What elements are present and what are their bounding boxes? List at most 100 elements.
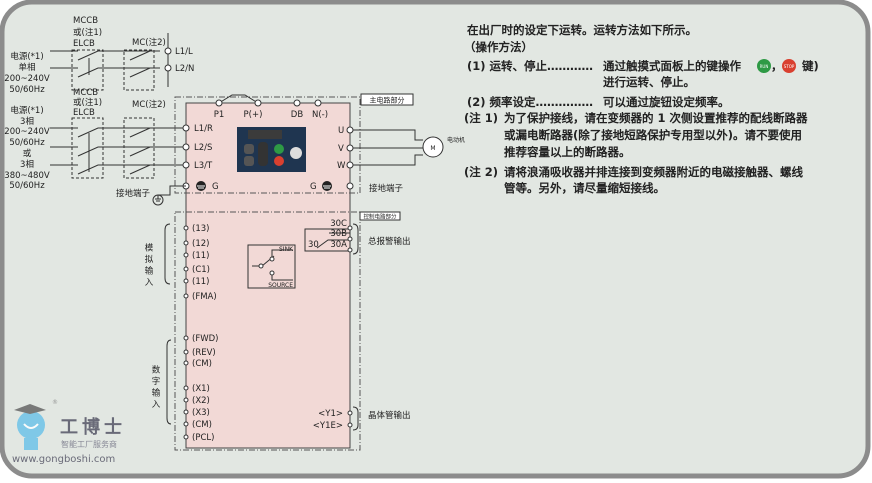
control-terminal: [183, 225, 189, 231]
breaker-label: 或(注1): [73, 27, 102, 38]
control-terminal: [183, 385, 189, 391]
brand-url: www.gongboshi.com: [12, 454, 115, 465]
registered-mark: ®: [52, 399, 58, 406]
note2-line: 管等。另外，请尽量缩短接线。: [504, 181, 665, 195]
supply-label: 200~240V: [4, 74, 50, 84]
ground-terminal-label: 接地端子: [369, 183, 404, 194]
note1-line: 推荐容量以上的断路器。: [504, 145, 631, 159]
motor-symbol: M: [430, 145, 435, 152]
note2-line: 请将浪涌吸收器并排连接到变频器附近的电磁接触器、螺线: [504, 165, 803, 179]
single-phase-supply: 电源(*1) 单相 200~240V 50/60Hz MCCB 或(注1) EL…: [4, 16, 194, 95]
terminal-label: U: [338, 126, 344, 136]
op1-text2: 进行运转、停止。: [603, 75, 695, 89]
op1-text: 通过触摸式面板上的键操作: [603, 59, 741, 73]
supply-label: 50/60Hz: [9, 85, 45, 95]
relay-terminal-label: 30A: [330, 240, 347, 250]
control-terminal: [183, 349, 189, 355]
terminal-label: L2/N: [175, 64, 194, 74]
op2-label: (2) 频率设定……………: [467, 95, 593, 109]
terminal-label: L3/T: [194, 161, 213, 171]
mascot-icon: [17, 411, 45, 439]
breaker-label: MCCB: [73, 16, 98, 26]
control-terminal-label: (CM): [192, 359, 212, 369]
transistor-output-label: 晶体管输出: [368, 410, 411, 421]
main-circuit-label: 主电路部分: [370, 96, 405, 105]
run-key-label: RUN: [760, 64, 769, 69]
note1-label: (注 1): [464, 111, 498, 125]
control-terminal-label: (11): [192, 251, 209, 261]
transistor-terminal-label: <Y1>: [318, 409, 343, 419]
control-terminal-label: (X1): [192, 384, 210, 394]
control-terminal-label: (CM): [192, 420, 212, 430]
brand-slogan: 智能工厂服务商: [61, 439, 117, 449]
terminal-label: P1: [214, 110, 225, 120]
supply-label: 3相: [20, 116, 34, 127]
control-terminal: [183, 360, 189, 366]
transistor-terminal-label: <Y1E>: [313, 421, 343, 431]
contactor-label: MC(注2): [132, 99, 166, 110]
analog-input-label: 模拟输入: [143, 242, 153, 289]
ground-label: G: [310, 182, 317, 192]
breaker-label: MCCB: [73, 88, 98, 98]
three-phase-supply: 电源(*1) 3相 200~240V 50/60Hz 或 3相 380~480V…: [4, 88, 184, 191]
supply-label: 50/60Hz: [9, 138, 45, 148]
terminal-label: L1/R: [194, 124, 213, 134]
relay-common-label: 30: [308, 240, 319, 250]
terminal-label: W: [337, 161, 346, 171]
control-terminal-label: (12): [192, 239, 209, 249]
terminal-label: P(+): [244, 110, 263, 120]
terminal-label: DB: [291, 110, 304, 120]
control-terminal-label: (REV): [192, 348, 216, 358]
relay-terminal-label: 30C: [330, 219, 347, 229]
op1-label: (1) 运转、停止…………: [467, 59, 593, 73]
control-terminal: [183, 397, 189, 403]
control-terminal: [183, 266, 189, 272]
control-terminal: [183, 278, 189, 284]
stop-key-label: STOP: [784, 64, 795, 69]
control-terminal: [183, 434, 189, 440]
control-terminal-label: (X3): [192, 408, 210, 418]
ground-terminal-label: 接地端子: [116, 188, 151, 199]
control-terminal: [183, 409, 189, 415]
control-terminal-label: (C1): [192, 265, 210, 275]
motor-label: 电动机: [447, 136, 465, 144]
sink-label: SINK: [279, 246, 294, 253]
separator: ，: [771, 59, 783, 73]
control-terminal-label: (13): [192, 224, 209, 234]
breaker-label: 或(注1): [73, 97, 102, 108]
control-circuit: 控制电路部分 模拟输入 数字输入 SINK SOURCE 30C 30B 30A…: [143, 211, 411, 451]
keypad-panel: [237, 127, 306, 172]
operation-notes: 在出厂时的设定下运转。运转方法如下所示。 （操作方法） (1) 运转、停止…………: [464, 23, 819, 195]
contactor-label: MC(注2): [132, 37, 166, 48]
terminal-label: N(-): [312, 110, 328, 120]
control-terminal-label: (11): [192, 277, 209, 287]
supply-label: 电源(*1): [10, 105, 43, 116]
ground-label: G: [212, 182, 219, 192]
note1-line: 或漏电断路器(除了接地短路保护专用型以外)。请不要使用: [504, 128, 802, 142]
supply-label: 3相: [20, 159, 34, 170]
run-key-icon: [757, 59, 771, 73]
control-terminal-label: (X2): [192, 396, 210, 406]
source-label: SOURCE: [268, 282, 293, 289]
intro-text: 在出厂时的设定下运转。运转方法如下所示。: [467, 23, 697, 37]
op1-end: 键): [801, 59, 819, 73]
motor-icon: [422, 136, 444, 158]
relay-terminal-label: 30B: [330, 229, 347, 239]
supply-label: 200~240V: [4, 127, 50, 137]
note1-line: 为了保护接线，请在变频器的 1 次侧设置推荐的配线断路器: [504, 111, 808, 125]
control-circuit-label: 控制电路部分: [363, 213, 397, 221]
digital-input-label: 数字输入: [150, 364, 160, 411]
stop-key-icon: [782, 59, 796, 73]
alarm-output-label: 总报警输出: [368, 236, 411, 247]
breaker-label: ELCB: [73, 108, 95, 118]
supply-label: 50/60Hz: [9, 181, 45, 191]
watermark-logo: ® 工博士 智能工厂服务商 www.gongboshi.com: [12, 399, 122, 465]
note2-label: (注 2): [464, 165, 498, 179]
supply-label: 单相: [18, 62, 35, 73]
control-terminal-label: (FMA): [192, 292, 217, 302]
control-terminal: [183, 240, 189, 246]
terminal-label: L2/S: [194, 143, 212, 153]
control-terminal: [183, 293, 189, 299]
